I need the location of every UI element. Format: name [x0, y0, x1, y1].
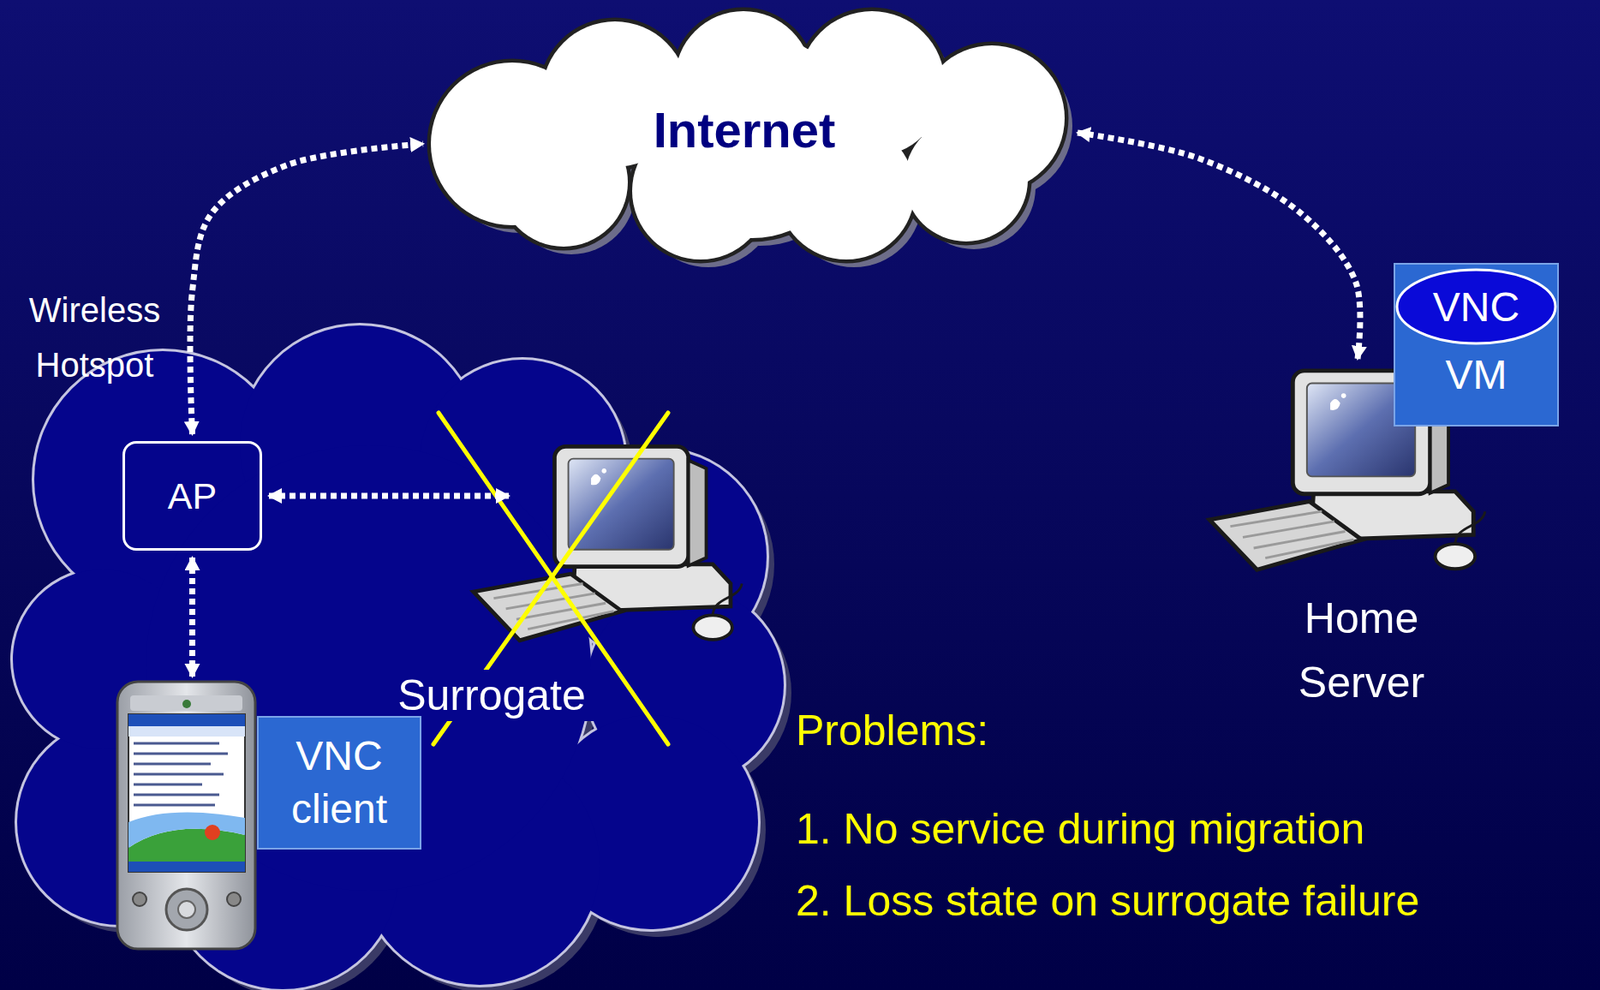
surrogate-node: Surrogate	[513, 438, 746, 722]
ap-label: AP	[167, 475, 217, 518]
dotted-connector	[268, 493, 509, 500]
hotspot-cloud	[12, 325, 784, 990]
cloud-label: Internet	[653, 101, 836, 159]
problem-item: 2. Loss state on surrogate failure	[795, 875, 1420, 927]
dotted-connector	[189, 557, 196, 677]
home-server-node: Home Server	[1203, 364, 1491, 716]
problem-item: 1. No service during migration	[795, 803, 1365, 855]
home-server-label: Home Server	[1271, 586, 1452, 716]
vnc-label: VNC	[1432, 283, 1520, 331]
pda-client-node: VNC client	[117, 681, 422, 950]
vnc-client-label: VNC client	[256, 716, 422, 850]
surrogate-label: Surrogate	[380, 669, 603, 722]
vm-label: VM	[1395, 350, 1558, 400]
dotted-connector	[190, 143, 424, 435]
problems-heading: Problems:	[795, 704, 989, 757]
pda-device	[117, 681, 256, 950]
access-point-box: AP	[122, 441, 263, 551]
vm-box: VM VNC	[1393, 262, 1559, 427]
internet-cloud: Internet	[417, 15, 1071, 251]
cloud-outline	[12, 325, 784, 990]
vnc-ellipse: VNC	[1395, 268, 1558, 346]
dotted-connector	[1077, 132, 1361, 359]
edge-label: Wireless Hotspot	[6, 282, 183, 393]
surrogate-computer	[473, 446, 742, 640]
